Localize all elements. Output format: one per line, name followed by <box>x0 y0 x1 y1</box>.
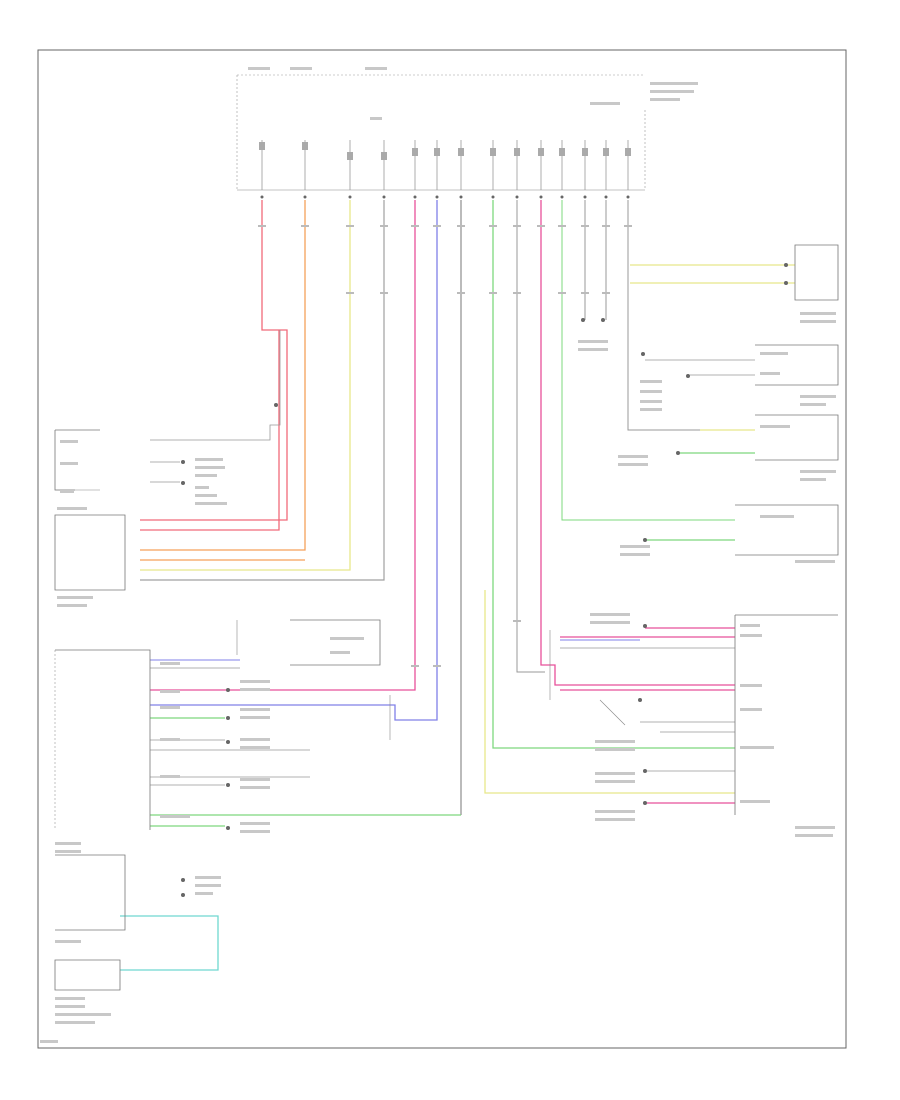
pin-markers <box>258 225 632 667</box>
component-boxes <box>54 244 839 991</box>
ground-points <box>181 263 788 897</box>
illegible-labels <box>40 67 836 1043</box>
diagram-frame <box>37 49 847 1049</box>
wire-red <box>140 200 288 521</box>
wire-orange <box>140 200 306 551</box>
wire-blue <box>150 200 438 721</box>
wire-grey <box>140 200 385 581</box>
wire-yellow <box>140 200 351 571</box>
wire-pink <box>150 200 416 691</box>
wire-green <box>492 200 735 749</box>
connector-row <box>260 195 630 199</box>
top-fuse-block <box>236 74 646 191</box>
